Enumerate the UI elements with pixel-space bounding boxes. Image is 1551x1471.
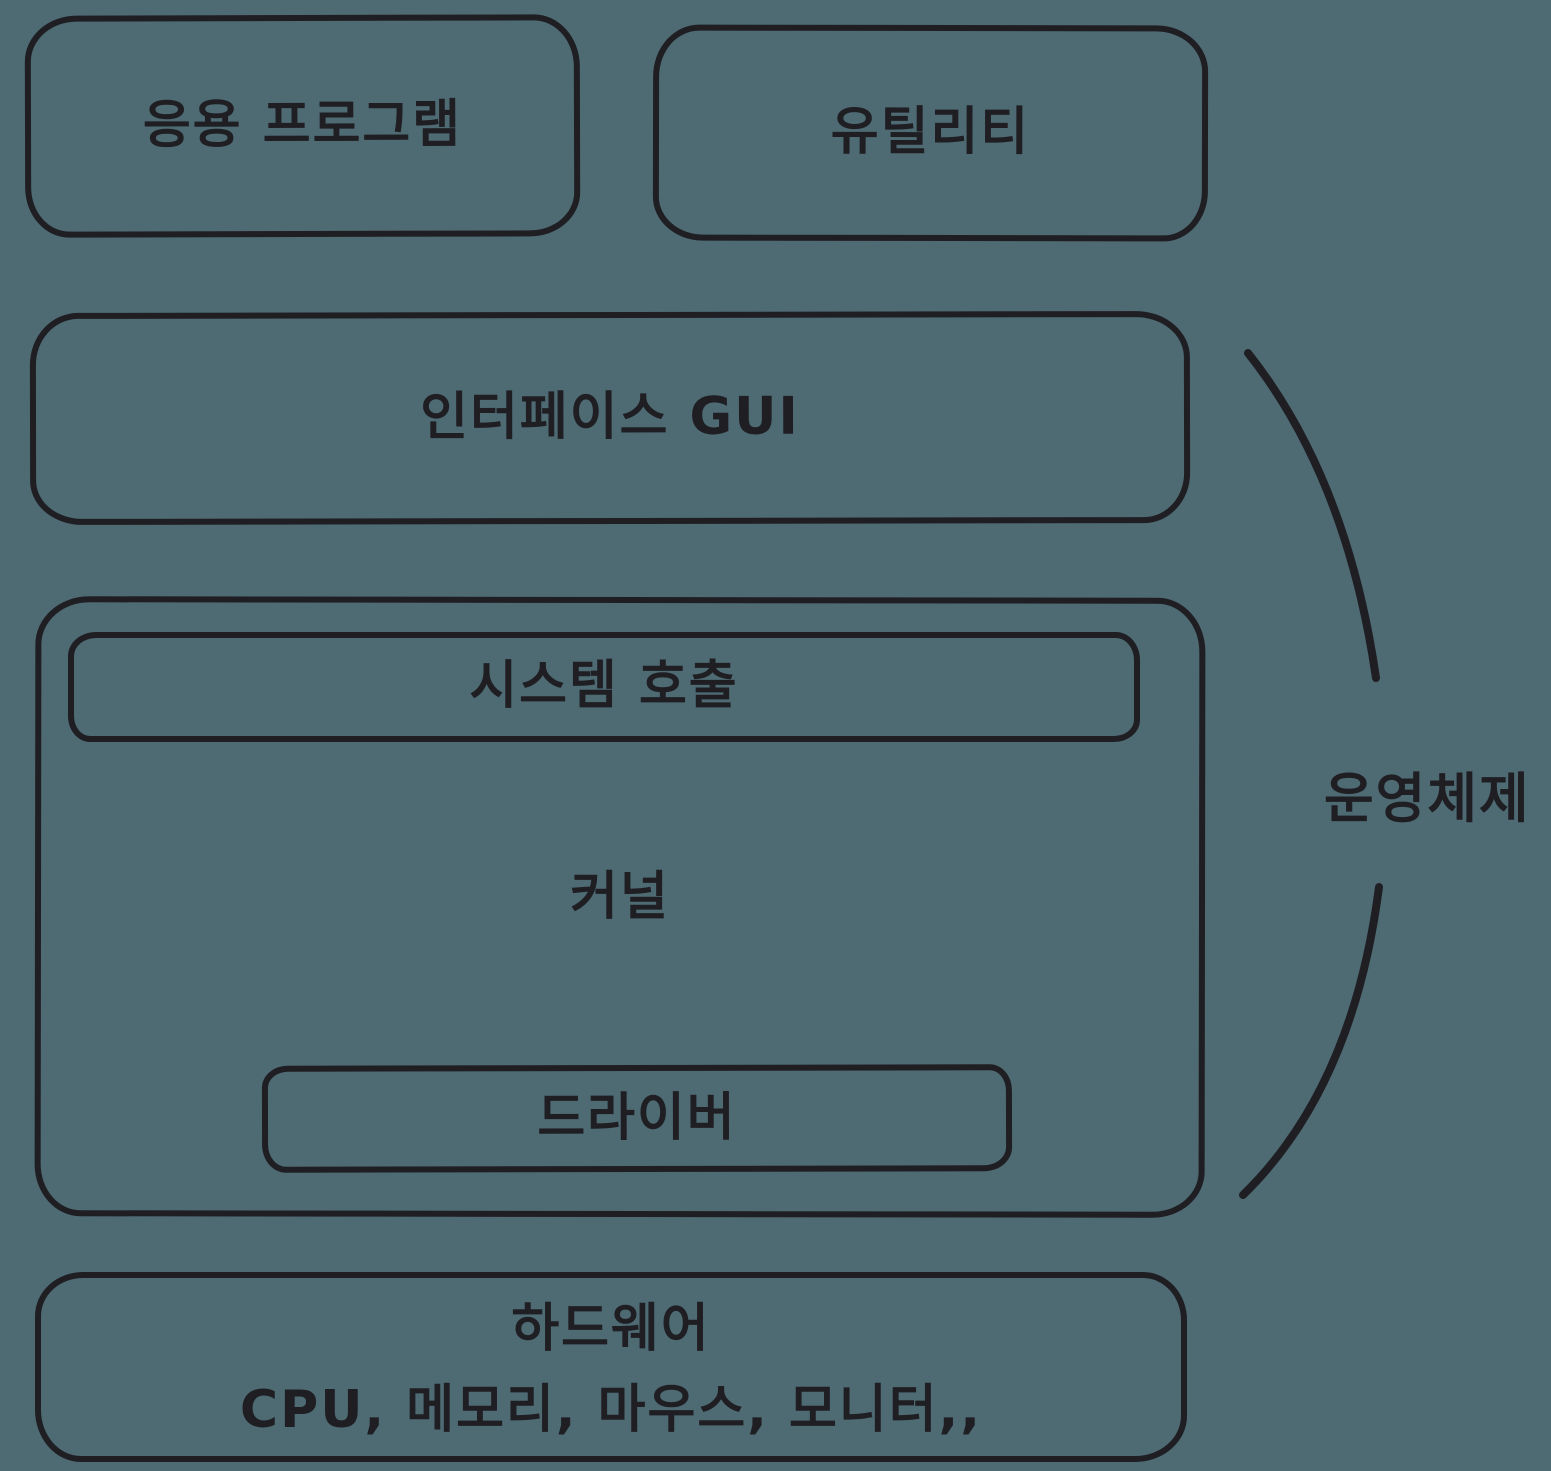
- driver-box: 드라이버: [261, 1064, 1013, 1173]
- system-call-label: 시스템 호출: [469, 656, 739, 717]
- driver-label: 드라이버: [537, 1087, 737, 1149]
- operating-system-label: 운영체제: [1324, 767, 1531, 830]
- utility-label: 유틸리티: [830, 102, 1031, 163]
- hardware-box: 하드웨어 CPU, 메모리, 마우스, 모니터,,: [35, 1272, 1187, 1462]
- kernel-label: 커널: [570, 867, 670, 927]
- system-call-box: 시스템 호출: [68, 632, 1140, 742]
- utility-box: 유틸리티: [652, 24, 1209, 242]
- hardware-label: 하드웨어: [511, 1298, 711, 1359]
- interface-gui-label: 인터페이스 GUI: [420, 386, 800, 448]
- kernel-label-wrap: 커널: [35, 860, 1205, 935]
- application-program-box: 응용 프로그램: [24, 14, 581, 238]
- application-program-label: 응용 프로그램: [142, 94, 463, 156]
- hardware-components-label: CPU, 메모리, 마우스, 모니터,,: [239, 1380, 983, 1441]
- interface-gui-box: 인터페이스 GUI: [29, 310, 1191, 526]
